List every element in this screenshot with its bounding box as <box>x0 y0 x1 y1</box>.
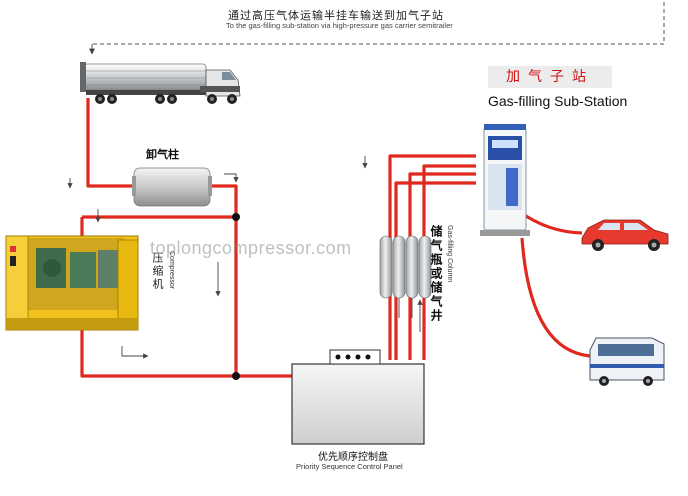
storage-label-cn: 储气瓶或储气井 <box>429 225 443 323</box>
compressor-label-en: Compressor <box>168 251 175 290</box>
route-title-cn: 通过高压气体运输半挂车输送到加气子站 <box>228 9 444 22</box>
bus-icon <box>589 337 665 386</box>
substation-label-cn: 加气子站 <box>488 66 612 88</box>
compressor-unit-icon <box>5 235 139 331</box>
control-panel-label-cn: 优先顺序控制盘 <box>318 452 388 463</box>
storage-label-en: Gas-filling Column <box>446 225 453 283</box>
return-route-dashed <box>89 2 665 55</box>
control-panel-icon <box>291 349 425 445</box>
unloading-column-label: 卸气柱 <box>146 148 179 161</box>
unloading-column-icon <box>132 167 212 207</box>
storage-cylinders-icon <box>379 235 432 299</box>
watermark: toplongcompressor.com <box>150 238 352 258</box>
dispenser-icon <box>480 124 530 236</box>
junction-node <box>232 213 240 221</box>
substation-label-en: Gas-filling Sub-Station <box>488 93 628 109</box>
junction-node <box>232 372 240 380</box>
route-title-en: To the gas-filling sub-station via high-… <box>226 21 453 30</box>
control-panel-label-en: Priority Sequence Control Panel <box>296 462 403 471</box>
car-icon <box>581 219 669 251</box>
flow-arrows <box>67 156 423 359</box>
semitrailer-truck-icon <box>80 62 241 104</box>
compressor-label-cn: 压缩机 <box>151 252 164 291</box>
